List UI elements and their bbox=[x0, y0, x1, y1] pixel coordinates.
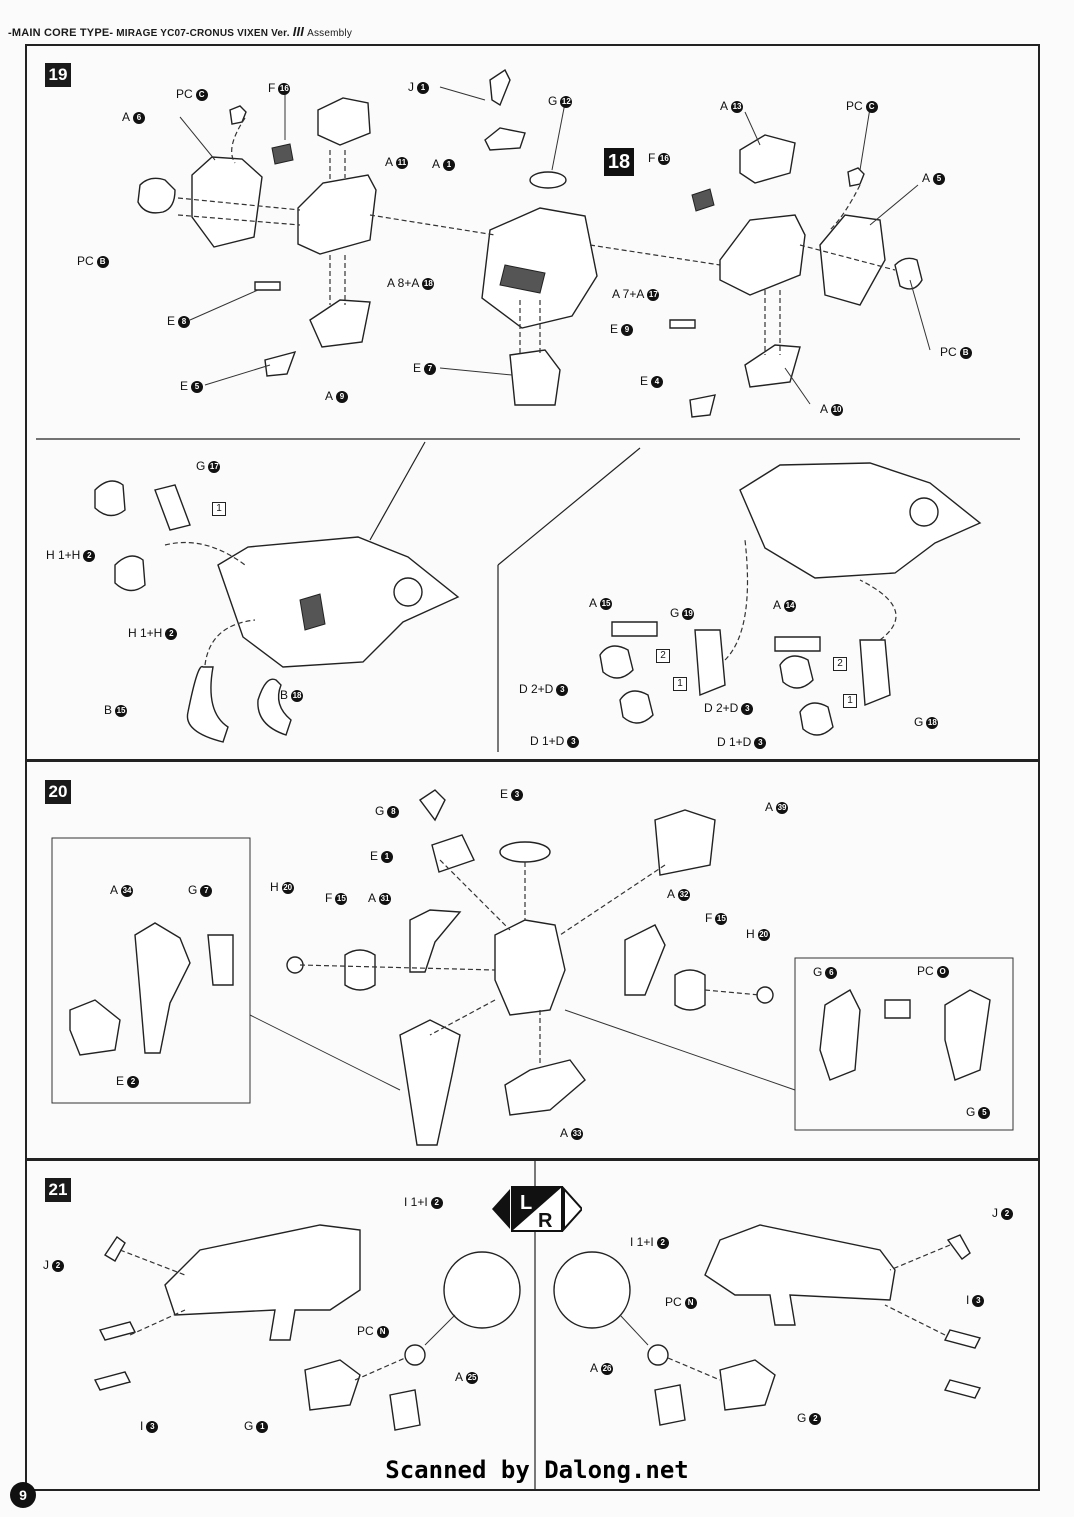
step-marker: 2 bbox=[833, 657, 847, 671]
step-marker: 1 bbox=[673, 677, 687, 691]
page-number: 9 bbox=[10, 1482, 36, 1508]
step19-right-detail bbox=[599, 462, 982, 736]
step-19-number: 19 bbox=[45, 63, 71, 87]
left-letter: L bbox=[520, 1192, 532, 1214]
scan-credit: Scanned by Dalong.net bbox=[385, 1456, 689, 1484]
header-section: Assembly bbox=[307, 28, 353, 39]
step19-left-assembly bbox=[137, 97, 377, 377]
step19-right-assembly bbox=[669, 134, 923, 418]
step19-core bbox=[369, 68, 721, 406]
reference-step-18: 18 bbox=[604, 148, 634, 176]
step-20-number: 20 bbox=[45, 780, 71, 804]
header-model: MIRAGE YC07-CRONUS VIXEN Ver. bbox=[116, 28, 290, 39]
step-marker: 2 bbox=[656, 649, 670, 663]
step-21-number: 21 bbox=[45, 1178, 71, 1202]
header-title: -MAIN CORE TYPE- bbox=[8, 27, 114, 39]
right-letter: R bbox=[538, 1210, 553, 1232]
page-header: -MAIN CORE TYPE- MIRAGE YC07-CRONUS VIXE… bbox=[8, 24, 352, 39]
step20-drawings bbox=[51, 789, 1014, 1146]
step19-left-detail bbox=[94, 480, 460, 743]
step-marker: 1 bbox=[212, 502, 226, 516]
step21-drawings bbox=[93, 1224, 982, 1431]
step19-leaders bbox=[179, 86, 931, 405]
header-version: III bbox=[292, 24, 305, 39]
step-21-frame bbox=[25, 1159, 1040, 1491]
left-right-badge: L R bbox=[492, 1184, 584, 1239]
step-marker: 1 bbox=[843, 694, 857, 708]
